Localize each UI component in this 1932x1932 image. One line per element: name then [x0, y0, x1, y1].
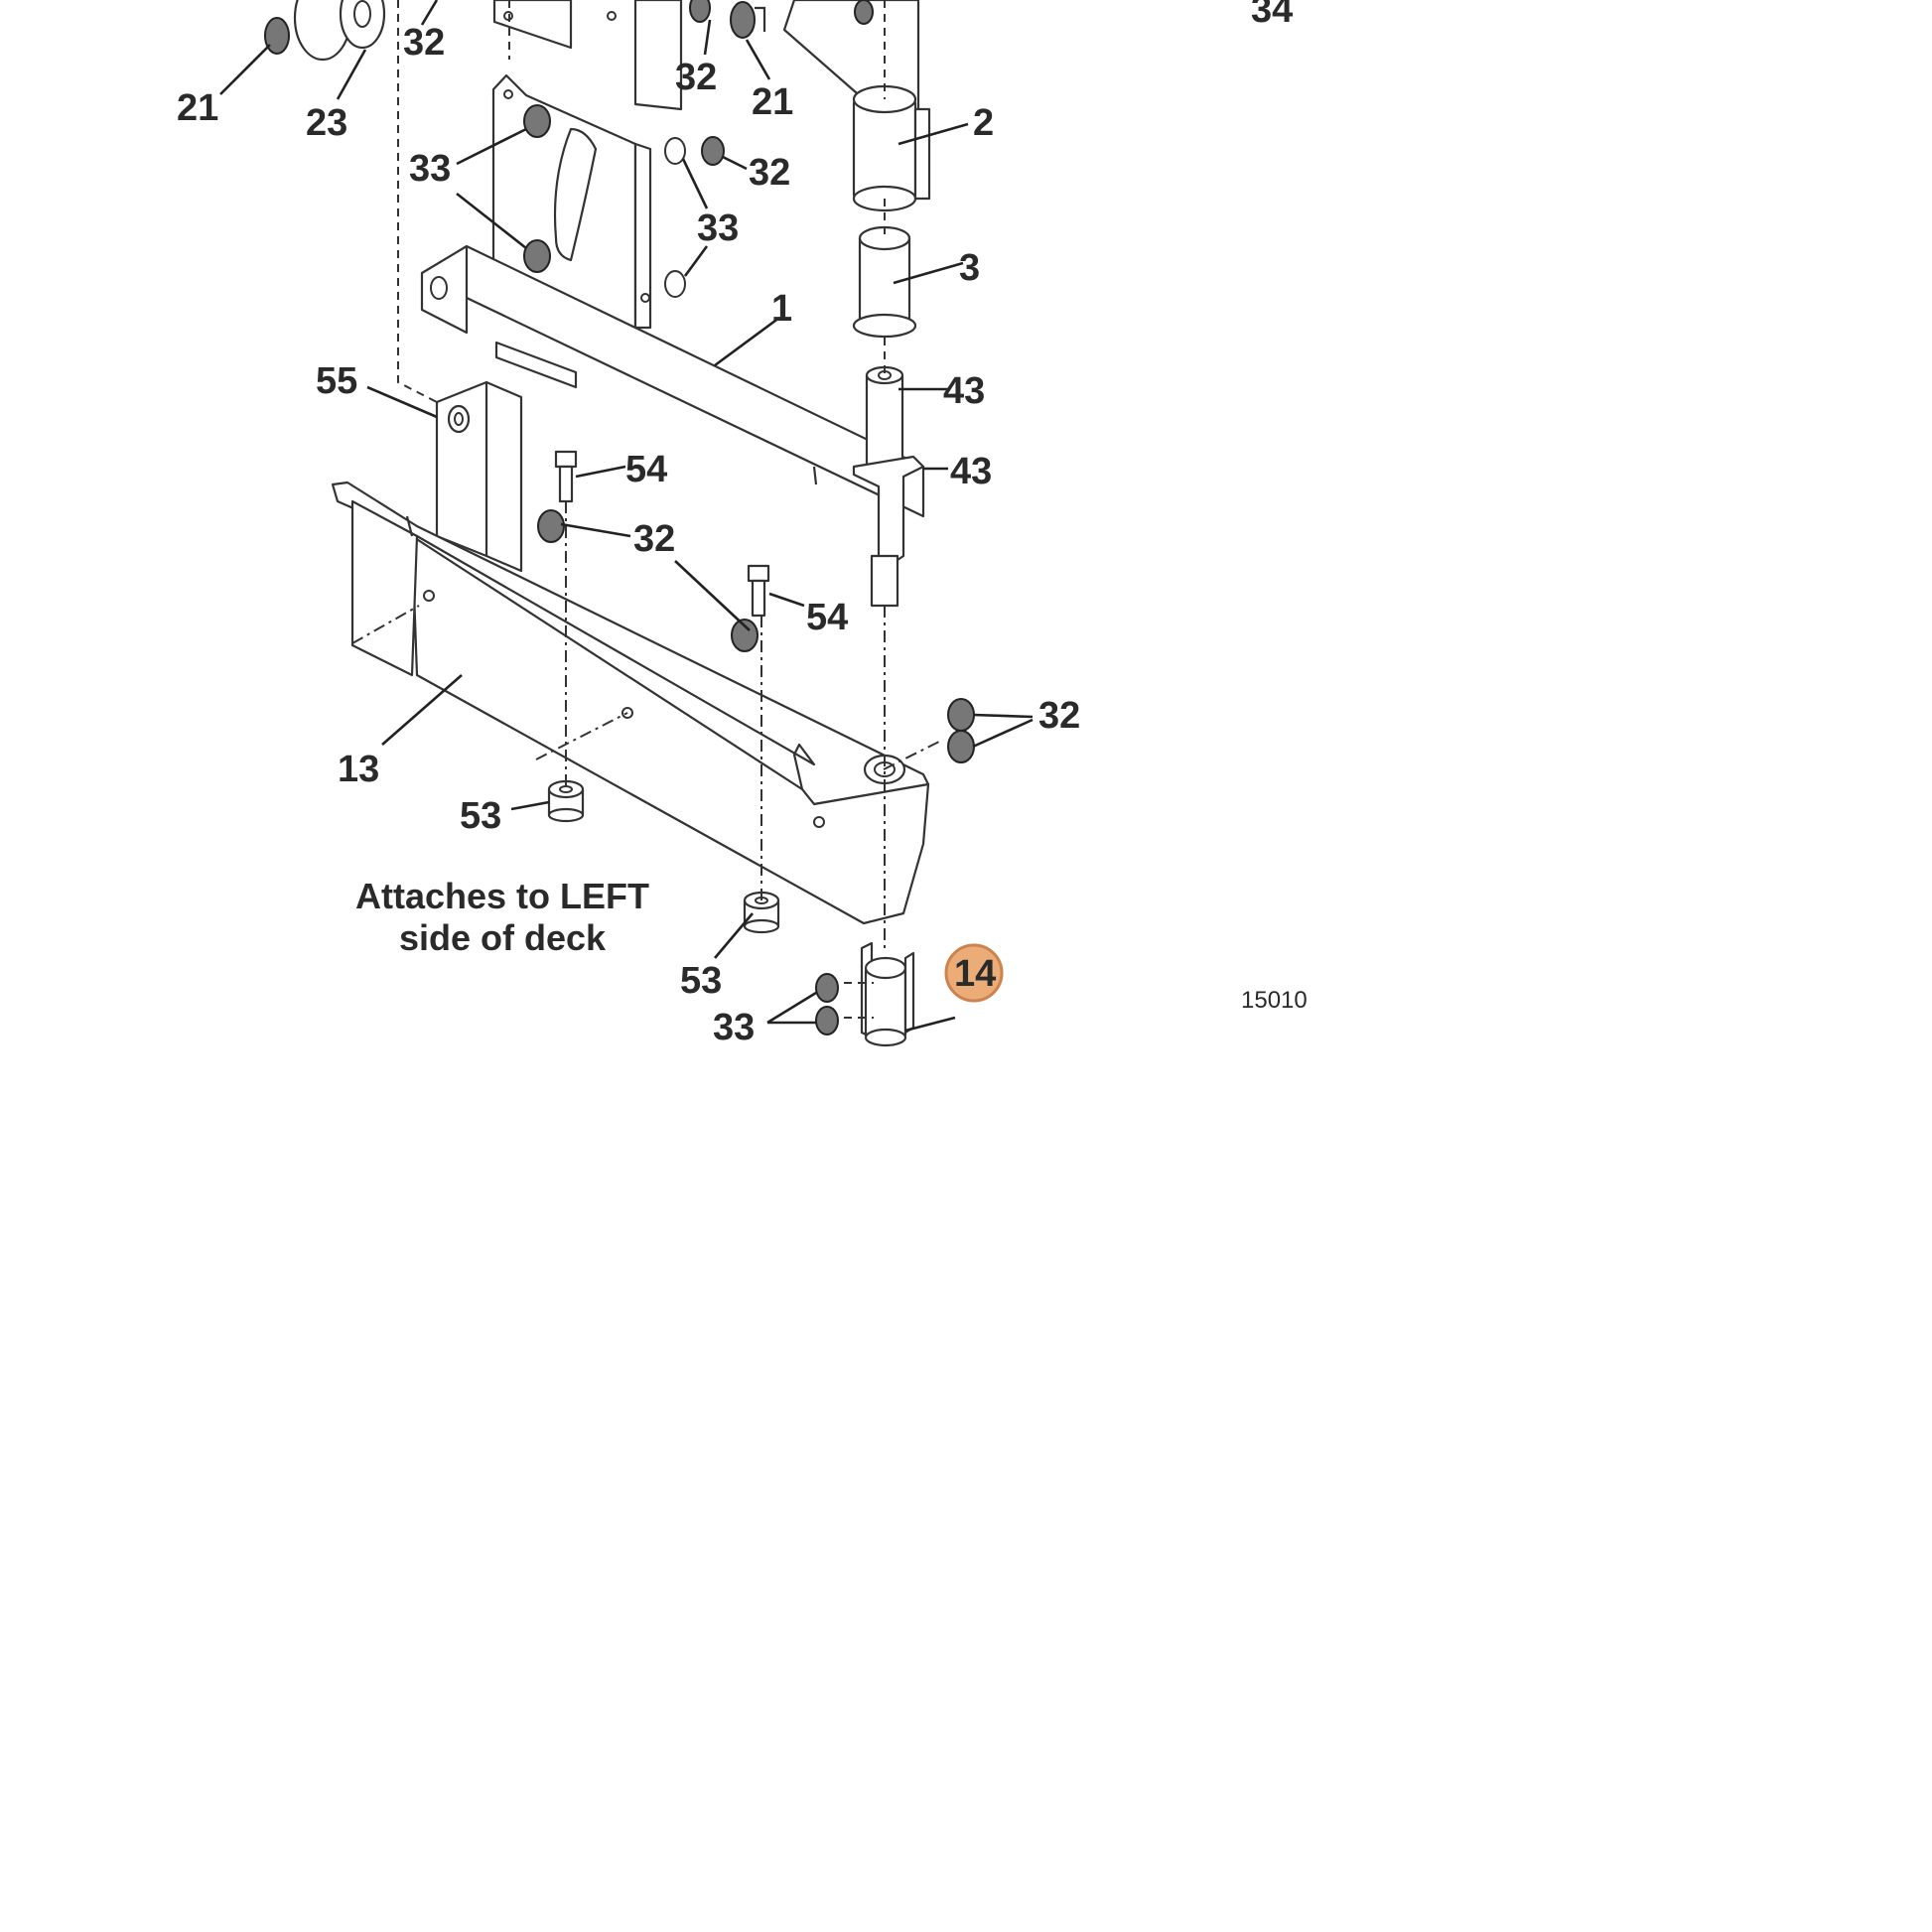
leader-lines [219, 0, 1034, 1033]
callout-3: 3 [959, 247, 980, 289]
note-line-2: side of deck [399, 917, 607, 958]
nut-21a-part [264, 17, 290, 55]
cross-channel-part [420, 244, 925, 518]
hinge-14-part [860, 941, 915, 1047]
nut-32e-part [731, 619, 759, 652]
callout-33a: 33 [409, 148, 451, 190]
callout-43a: 43 [943, 370, 985, 412]
nut-32d-part [537, 509, 565, 543]
spacer-53a-part [547, 779, 585, 823]
callout-21a: 21 [177, 87, 218, 129]
callout-32c: 32 [749, 152, 790, 194]
callout-53b: 53 [680, 960, 722, 1002]
callout-54a: 54 [625, 449, 667, 490]
mounting-plate-13-part [331, 481, 930, 925]
callout-13: 13 [338, 749, 379, 790]
nut-21b-part [730, 1, 766, 39]
nut-33b-part [664, 270, 686, 298]
callout-32b: 32 [675, 57, 717, 98]
callout-32e: 32 [1038, 695, 1080, 737]
bolt-54a-part [554, 450, 578, 503]
callout-32a: 32 [403, 22, 445, 64]
nut-33c-part [815, 973, 839, 1035]
callout-labels: 21 23 32 32 21 34 2 33 32 33 3 1 55 43 4… [177, 0, 1293, 1048]
nut-33a2-part [523, 239, 551, 273]
callout-34: 34 [1251, 0, 1293, 31]
figure-number: 15010 [1241, 987, 1308, 1014]
nut-32f-part [947, 698, 975, 763]
nut-33a-part [523, 104, 551, 138]
callout-2: 2 [973, 102, 994, 144]
callout-55: 55 [316, 360, 357, 402]
callout-14: 14 [954, 953, 996, 995]
washer-23-part [293, 0, 386, 62]
callout-1: 1 [771, 288, 792, 330]
nut-32b-part [689, 0, 711, 23]
bolt-54b-part [747, 564, 770, 618]
pivot-bracket-part [852, 455, 925, 608]
nut-32c-part [664, 136, 725, 166]
attachment-note: Attaches to LEFT side of deck [355, 876, 649, 958]
callout-43b: 43 [950, 451, 992, 492]
callout-23: 23 [306, 102, 347, 144]
bushing-3-part [852, 225, 917, 339]
callout-33c: 33 [713, 1007, 755, 1048]
assembly-lines [351, 0, 944, 1019]
sleeve-2-part [852, 84, 931, 212]
note-line-1: Attaches to LEFT [355, 876, 649, 916]
callout-21b: 21 [752, 81, 793, 123]
callout-33b: 33 [697, 207, 739, 249]
highlight-circle [944, 943, 1004, 1003]
callout-53a: 53 [460, 795, 501, 837]
callout-54b: 54 [806, 597, 848, 638]
callout-32d: 32 [633, 518, 675, 560]
